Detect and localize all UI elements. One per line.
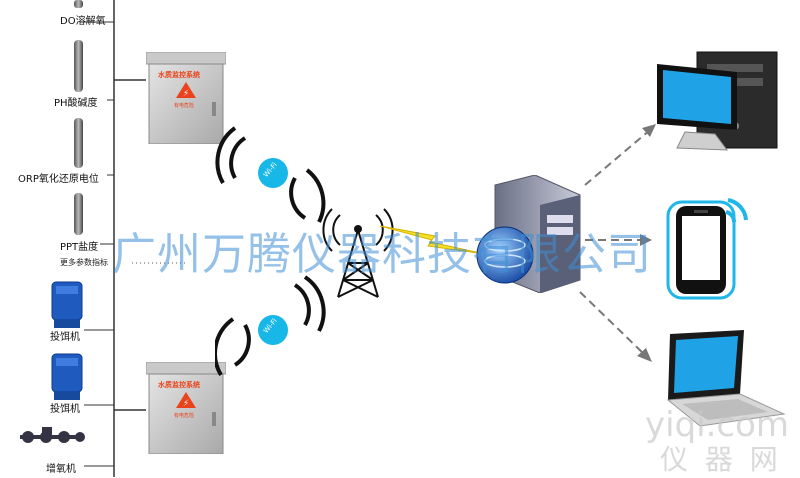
more-params-label: 更多参数指标 [60, 258, 108, 267]
wifi-signal-bottom [215, 275, 326, 377]
sensor-label-ph: PH酸碱度 [54, 98, 98, 109]
antenna-tower-icon [322, 208, 394, 298]
svg-text:⚡: ⚡ [183, 89, 189, 99]
warning-text: 有电危险 [174, 413, 195, 419]
sensor-label-do: DO溶解氧 [60, 16, 106, 27]
feeder-icon [51, 281, 83, 328]
control-box-bottom: ⚡ 水质监控系统 有电危险 [146, 362, 226, 454]
laptop-icon [666, 330, 786, 427]
device-label-feeder-2: 投饵机 [50, 404, 80, 415]
control-box-top: ⚡ 水质监控系统 有电危险 [146, 52, 226, 144]
smartphone-icon [666, 198, 748, 300]
company-watermark: 广州万腾仪器科技有限公司 [112, 229, 652, 280]
site-watermark-domain: yiqi.com [645, 405, 790, 445]
sensor-probes [74, 0, 83, 235]
device-label-aerator: 增氧机 [46, 464, 76, 475]
control-box-title: 水质监控系统 [158, 381, 200, 389]
control-box-title: 水质监控系统 [158, 71, 200, 79]
warning-text: 有电危险 [174, 103, 195, 109]
desktop-computer-icon [657, 51, 778, 151]
feeder-icon [51, 353, 83, 400]
aerator-icon [20, 427, 85, 443]
device-label-feeder-1: 投饵机 [50, 332, 80, 343]
sensor-label-orp: ORP氧化还原电位 [18, 174, 99, 185]
site-watermark-chars: 仪 器 网 [660, 443, 782, 476]
svg-text:⚡: ⚡ [183, 399, 189, 409]
sensor-label-ppt: PPT盐度 [60, 242, 99, 253]
server-icon [476, 175, 581, 293]
wifi-signal-top [215, 126, 326, 223]
